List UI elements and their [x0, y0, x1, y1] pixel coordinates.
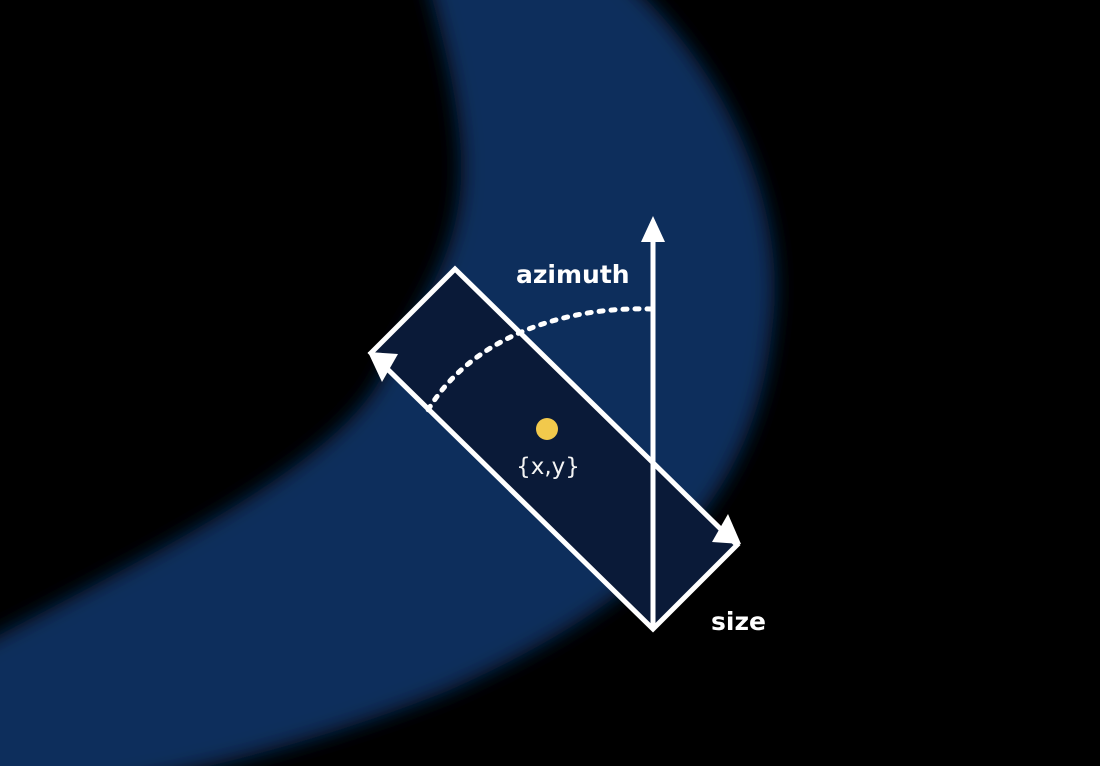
- center-point-dot: [536, 418, 558, 440]
- size-label: size: [711, 607, 766, 636]
- stroke-band: [0, 0, 775, 766]
- center-coordinates-label: {x,y}: [516, 454, 580, 480]
- size-arrowhead-left: [368, 352, 398, 382]
- size-arrowhead-right: [712, 514, 741, 544]
- azimuth-label: azimuth: [516, 260, 630, 289]
- azimuth-arc: [425, 306, 654, 413]
- vertical-axis-arrowhead: [641, 216, 665, 242]
